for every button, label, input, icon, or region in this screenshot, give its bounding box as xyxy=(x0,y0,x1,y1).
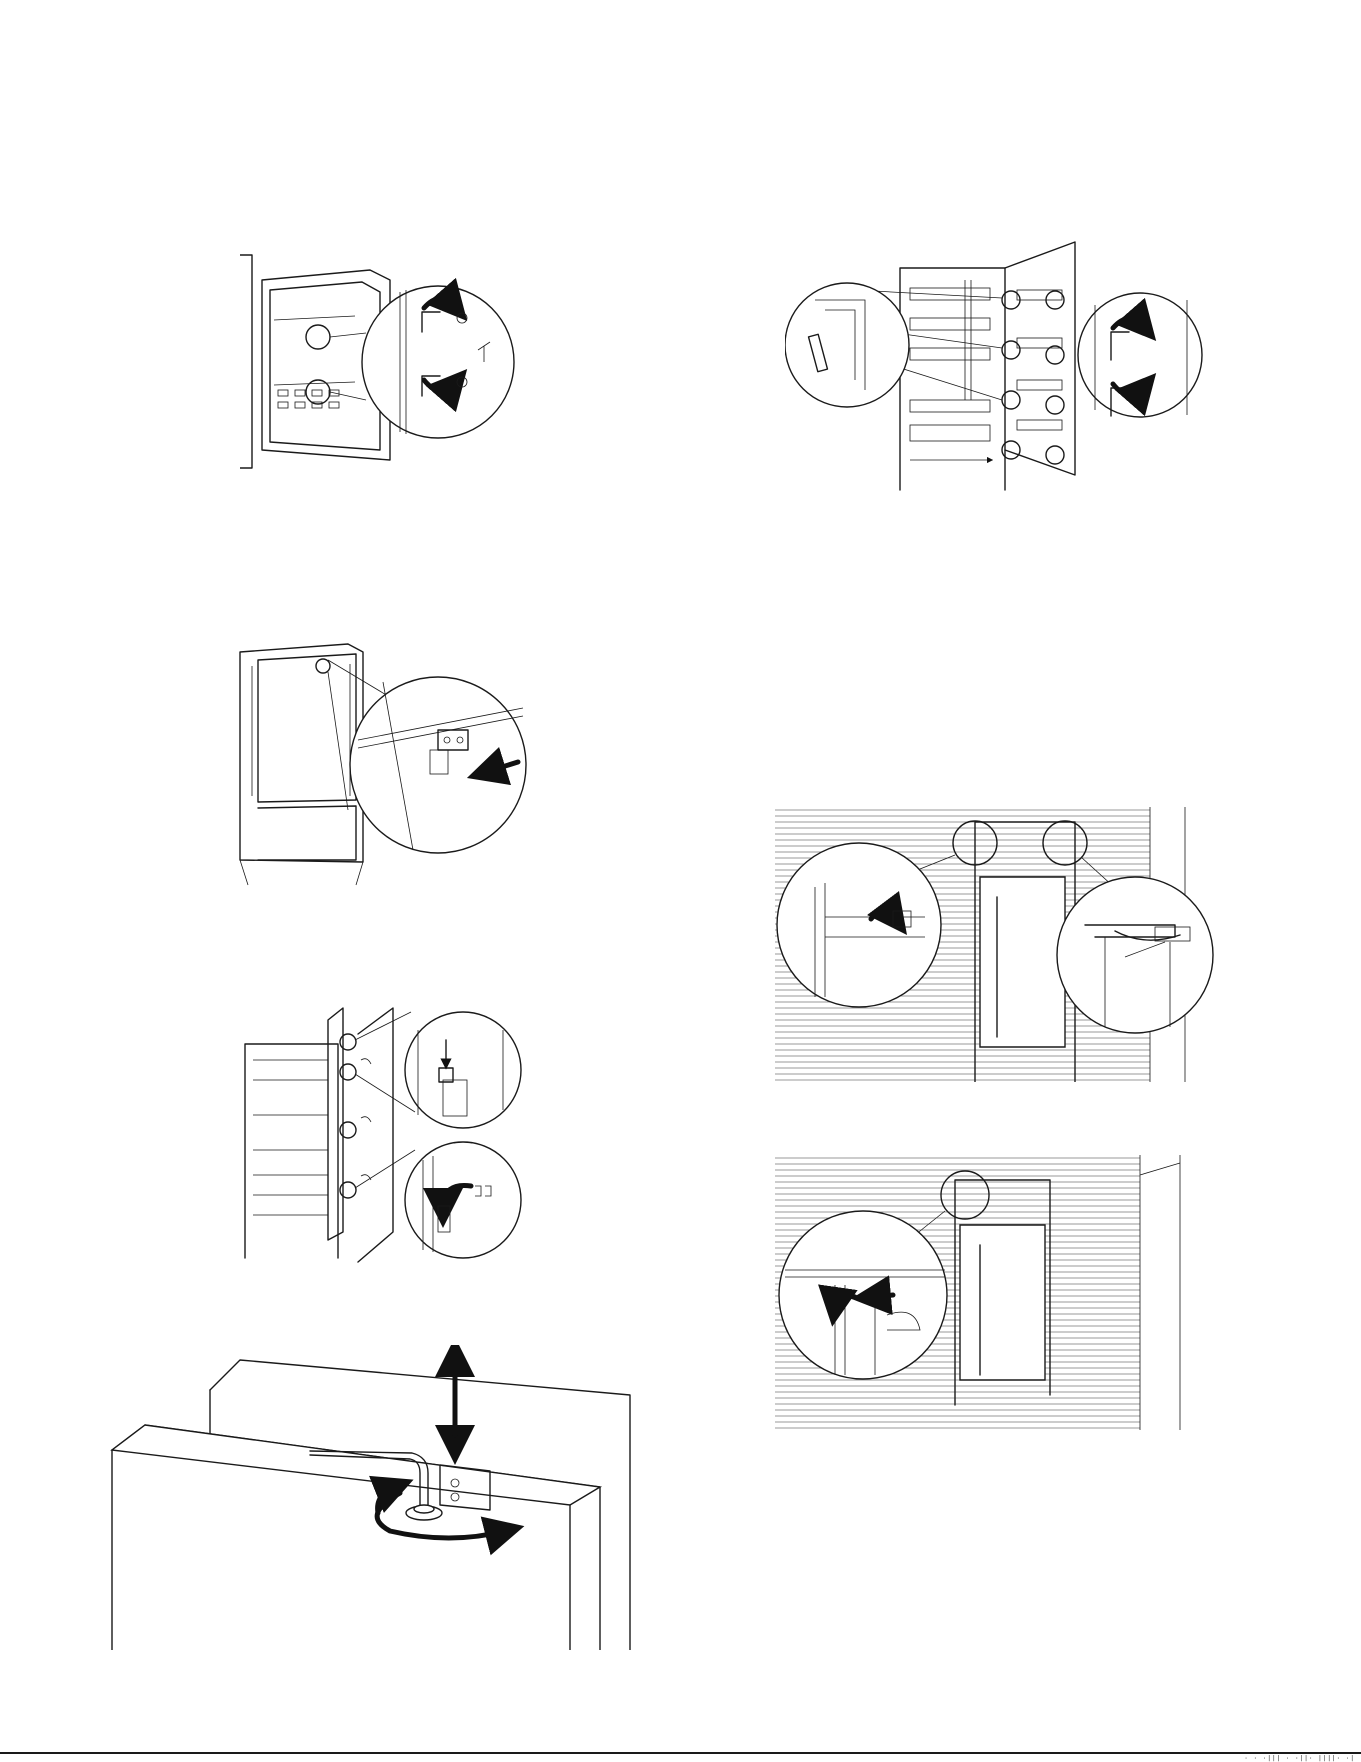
fig-cabinet-hinge-screw xyxy=(775,807,1225,1082)
fig-hinge-pin-adjust xyxy=(110,1345,660,1650)
footer-print-marks: · · ·||| · ·||· ||||· ·| xyxy=(1244,1756,1355,1762)
fig-top-bracket-insert xyxy=(238,640,538,890)
fig-freezer-latch-adjust xyxy=(240,250,520,475)
fig-door-panel-mount xyxy=(243,1000,533,1265)
fig-cabinet-hinge-lower xyxy=(775,1155,1210,1430)
footer-rule xyxy=(0,1752,1361,1754)
fig-fridge-door-hinges xyxy=(785,240,1205,500)
